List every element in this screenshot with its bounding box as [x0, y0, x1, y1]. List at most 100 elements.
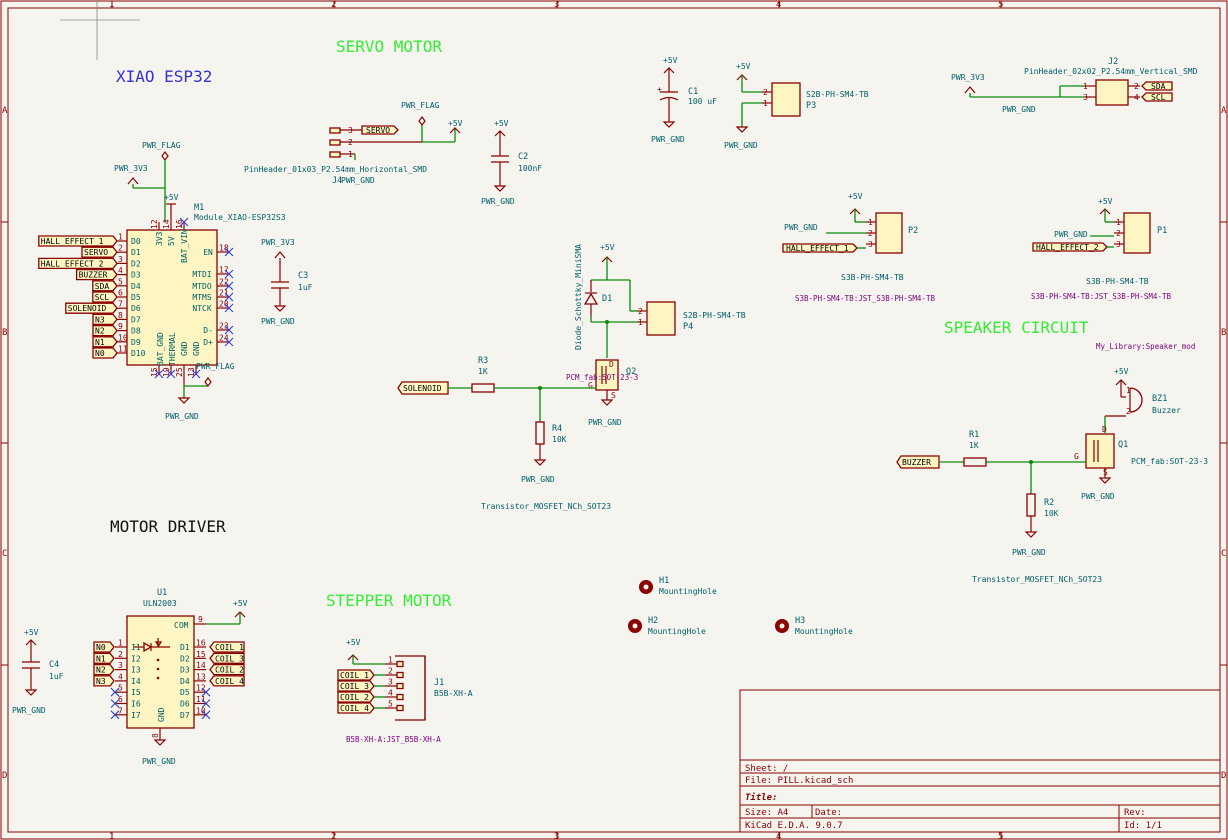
svg-text:+5V: +5V [848, 192, 863, 201]
mounting-hole-h3[interactable]: H3 MountingHole [775, 616, 853, 636]
svg-text:PWR_GND: PWR_GND [521, 475, 555, 484]
pwr-gnd-xiao: PWR_GND [165, 412, 199, 421]
svg-text:D9: D9 [131, 338, 141, 347]
svg-text:S3B-PH-SM4-TB: S3B-PH-SM4-TB [841, 273, 904, 282]
svg-text:+5V: +5V [663, 56, 678, 65]
pwr-flag-xiao: PWR_FLAG [142, 141, 181, 172]
capacitor-c3[interactable]: PWR_3V3 C3 1uF PWR_GND [261, 238, 313, 326]
svg-text:2: 2 [348, 138, 353, 147]
svg-text:1: 1 [1083, 82, 1088, 91]
svg-text:7: 7 [118, 706, 123, 715]
solenoid-driver[interactable]: +5V D1 Diode_Schottky_MiniSMA 2 1 S2B-PH… [397, 243, 746, 511]
scl-label: SCL [1151, 93, 1166, 102]
svg-text:+5V: +5V [600, 243, 615, 252]
j1-coil-label: COIL_4 [340, 704, 369, 713]
svg-text:D3: D3 [131, 271, 141, 280]
svg-text:+5V: +5V [736, 62, 751, 71]
svg-text:15: 15 [150, 367, 159, 377]
servo-connector-j4[interactable]: 3 2 1 SERVO PWR_FLAG +5V PinHeader_01x03… [244, 101, 463, 186]
svg-text:D5: D5 [131, 293, 141, 302]
svg-text:C4: C4 [49, 660, 59, 670]
svg-text:P1: P1 [1157, 226, 1167, 236]
svg-text:PinHeader_01x03_P2.54mm_Horizo: PinHeader_01x03_P2.54mm_Horizontal_SMD [244, 165, 427, 174]
tb-title: Title: [745, 792, 778, 803]
tb-file: File: PILL.kicad_sch [745, 776, 853, 786]
svg-text:13: 13 [196, 672, 206, 681]
svg-text:I1: I1 [131, 643, 141, 652]
svg-text:1: 1 [118, 233, 123, 242]
svg-text:EN: EN [203, 248, 213, 257]
svg-text:D3: D3 [180, 666, 190, 675]
hall-connector-p2[interactable]: +5V PWR_GND HALL_EFFECT_1 1 2 3 P2 S3B-P… [782, 192, 935, 303]
capacitor-c4[interactable]: +5V C4 1uF PWR_GND [12, 628, 64, 715]
svg-text:14: 14 [162, 219, 171, 229]
svg-text:D5: D5 [180, 688, 190, 697]
speaker-circuit[interactable]: My_Library:Speaker_mod +5V 1 2 BZ1 Buzze… [896, 342, 1208, 584]
m1-net-label: HALL_EFFECT_2 [41, 259, 104, 268]
svg-text:ULN2003: ULN2003 [143, 599, 177, 608]
i2c-connector-j2[interactable]: J2 PinHeader_02x02_P2.54mm_Vertical_SMD … [951, 57, 1198, 114]
border-mark-top-2: 2 [331, 0, 336, 10]
svg-text:5: 5 [118, 684, 123, 693]
svg-text:Q1: Q1 [1118, 440, 1128, 450]
svg-text:PWR_GND: PWR_GND [1012, 548, 1046, 557]
svg-text:12: 12 [196, 684, 206, 693]
svg-text:5: 5 [388, 700, 393, 709]
svg-text:100nF: 100nF [518, 164, 542, 173]
border-mark-top-1: 1 [109, 0, 114, 10]
svg-text:22: 22 [219, 278, 229, 287]
svg-text:16: 16 [196, 639, 206, 648]
capacitor-c2[interactable]: +5V C2 100nF PWR_GND [481, 119, 542, 206]
svg-text:+5V: +5V [494, 119, 509, 128]
svg-text:My_Library:Speaker_mod: My_Library:Speaker_mod [1096, 342, 1195, 351]
svg-text:2: 2 [1126, 407, 1131, 416]
svg-text:8: 8 [118, 311, 123, 320]
svg-text:24: 24 [219, 334, 229, 343]
svg-text:3: 3 [118, 661, 123, 670]
hall-connector-p1[interactable]: +5V PWR_GND HALL_EFFECT_2 1 2 3 P1 S3B-P… [1031, 197, 1171, 301]
border-mark-right-d: D [1221, 771, 1226, 781]
capacitor-c1[interactable]: +5V + C1 100 uF PWR_GND [651, 56, 717, 144]
border-mark-right-a: A [1221, 106, 1227, 116]
connector-p3[interactable]: +5V PWR_GND 2 1 S2B-PH-SM4-TB P3 [724, 62, 869, 150]
svg-text:+5V: +5V [346, 638, 361, 647]
svg-text:S: S [611, 391, 616, 400]
svg-text:16: 16 [175, 219, 184, 229]
svg-text:D6: D6 [131, 304, 141, 313]
svg-text:H1: H1 [659, 576, 669, 586]
tb-sheet: Sheet: / [745, 764, 788, 774]
border-mark-bottom-2: 2 [331, 832, 336, 840]
svg-text:13: 13 [187, 367, 196, 377]
svg-text:PCM_fab:SOT-23-3: PCM_fab:SOT-23-3 [1131, 457, 1208, 466]
svg-text:PWR_GND: PWR_GND [1081, 492, 1115, 501]
border-mark-bottom-4: 4 [776, 832, 781, 840]
u1-coil-label: COIL_1 [215, 643, 244, 652]
svg-text:D7: D7 [131, 315, 141, 324]
xiao-module[interactable]: PWR_FLAG PWR_3V3 +5V M1 Module_XIAO-ESP3… [38, 141, 286, 421]
mounting-hole-h1[interactable]: H1 MountingHole [639, 576, 717, 596]
m1-net-label: SCL [95, 293, 110, 302]
svg-text:R1: R1 [969, 430, 979, 440]
m1-net-label: HALL_EFFECT_1 [41, 237, 104, 246]
svg-text:+5V: +5V [24, 628, 39, 637]
border-mark-right-b: B [1221, 328, 1226, 338]
svg-text:+: + [657, 85, 662, 94]
svg-text:D1: D1 [180, 643, 190, 652]
svg-text:4: 4 [1134, 93, 1139, 102]
tb-id: Id: 1/1 [1124, 821, 1162, 831]
svg-text:D0: D0 [131, 237, 141, 246]
svg-text:D10: D10 [131, 349, 146, 358]
j1-coil-label: COIL_3 [340, 682, 369, 691]
section-title-stepper: STEPPER MOTOR [326, 591, 452, 610]
svg-text:100 uF: 100 uF [688, 97, 717, 106]
svg-text:MountingHole: MountingHole [659, 587, 717, 596]
svg-text:PWR_GND: PWR_GND [12, 706, 46, 715]
mounting-hole-h2[interactable]: H2 MountingHole [628, 616, 706, 636]
svg-text:1uF: 1uF [298, 283, 313, 292]
svg-text:R4: R4 [552, 424, 562, 434]
